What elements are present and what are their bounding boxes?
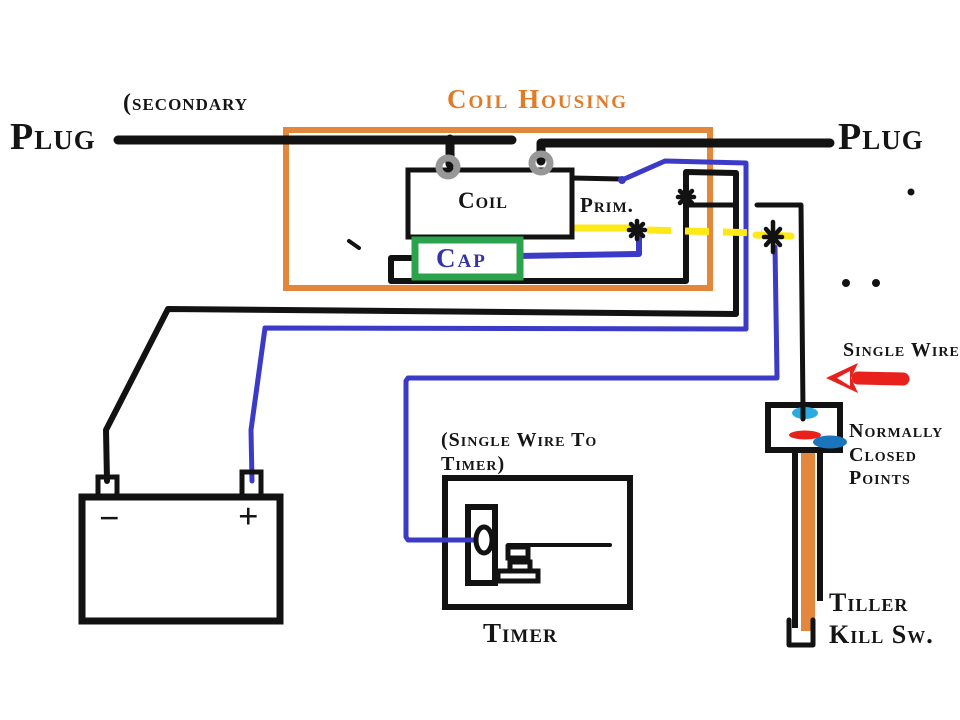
primary-stub-black [569,175,624,182]
coil-terminal-left [435,154,461,180]
label-single-wire: Single Wire [843,339,960,361]
tiller-shaft-end-cap [786,617,816,648]
label-timer: Timer [483,618,558,648]
label-tiller: Tiller [829,588,909,617]
label-plug-right: Plug [838,116,924,158]
junction-star-cap [626,218,648,242]
points-contact-red [789,430,821,440]
label-battery-positive: + [238,496,260,536]
points-to-timer-wire-blue [403,244,780,543]
timer-pivot-ring [473,524,495,556]
battery-terminal-positive [239,469,264,501]
timer-contact-upper [505,544,531,561]
label-points: Points [849,467,911,489]
label-closed: Closed [849,444,917,466]
battery-terminal-negative [95,474,120,501]
label-battery-negative: − [99,498,121,538]
label-single-wire-to-timer-2: Timer) [441,453,506,475]
yellow-points-wire [568,224,795,240]
tiller-shaft [786,448,823,648]
label-plug-left: Plug [10,116,96,158]
label-secondary: (secondary [123,90,249,116]
battery-positive-wire-blue [248,158,749,484]
timer-contact-base [495,568,541,584]
label-prim: Prim. [580,193,634,217]
junction-star-ground [675,185,697,209]
cap-box [411,236,524,281]
label-cap: Cap [436,243,487,273]
label-kill-sw: Kill Sw. [829,620,934,649]
stray-marks [347,188,915,287]
coil-terminal-right [528,150,554,176]
battery-box [78,469,284,625]
label-coil-housing: Coil Housing [447,84,629,114]
primary-junction-dot [618,176,626,184]
points-box [765,399,847,453]
coil-housing-box [283,127,713,291]
single-wire-arrow [826,363,910,393]
label-single-wire-to-timer-1: (Single Wire To [441,429,598,451]
points-single-wire-black [754,202,806,413]
label-normally: Normally [849,420,944,442]
label-coil: Coil [458,188,508,213]
points-contact-blue [813,435,847,449]
spark-plug-wire-right [536,138,835,166]
junction-star-points [761,219,785,255]
battery-ground-wire-black [103,169,739,484]
